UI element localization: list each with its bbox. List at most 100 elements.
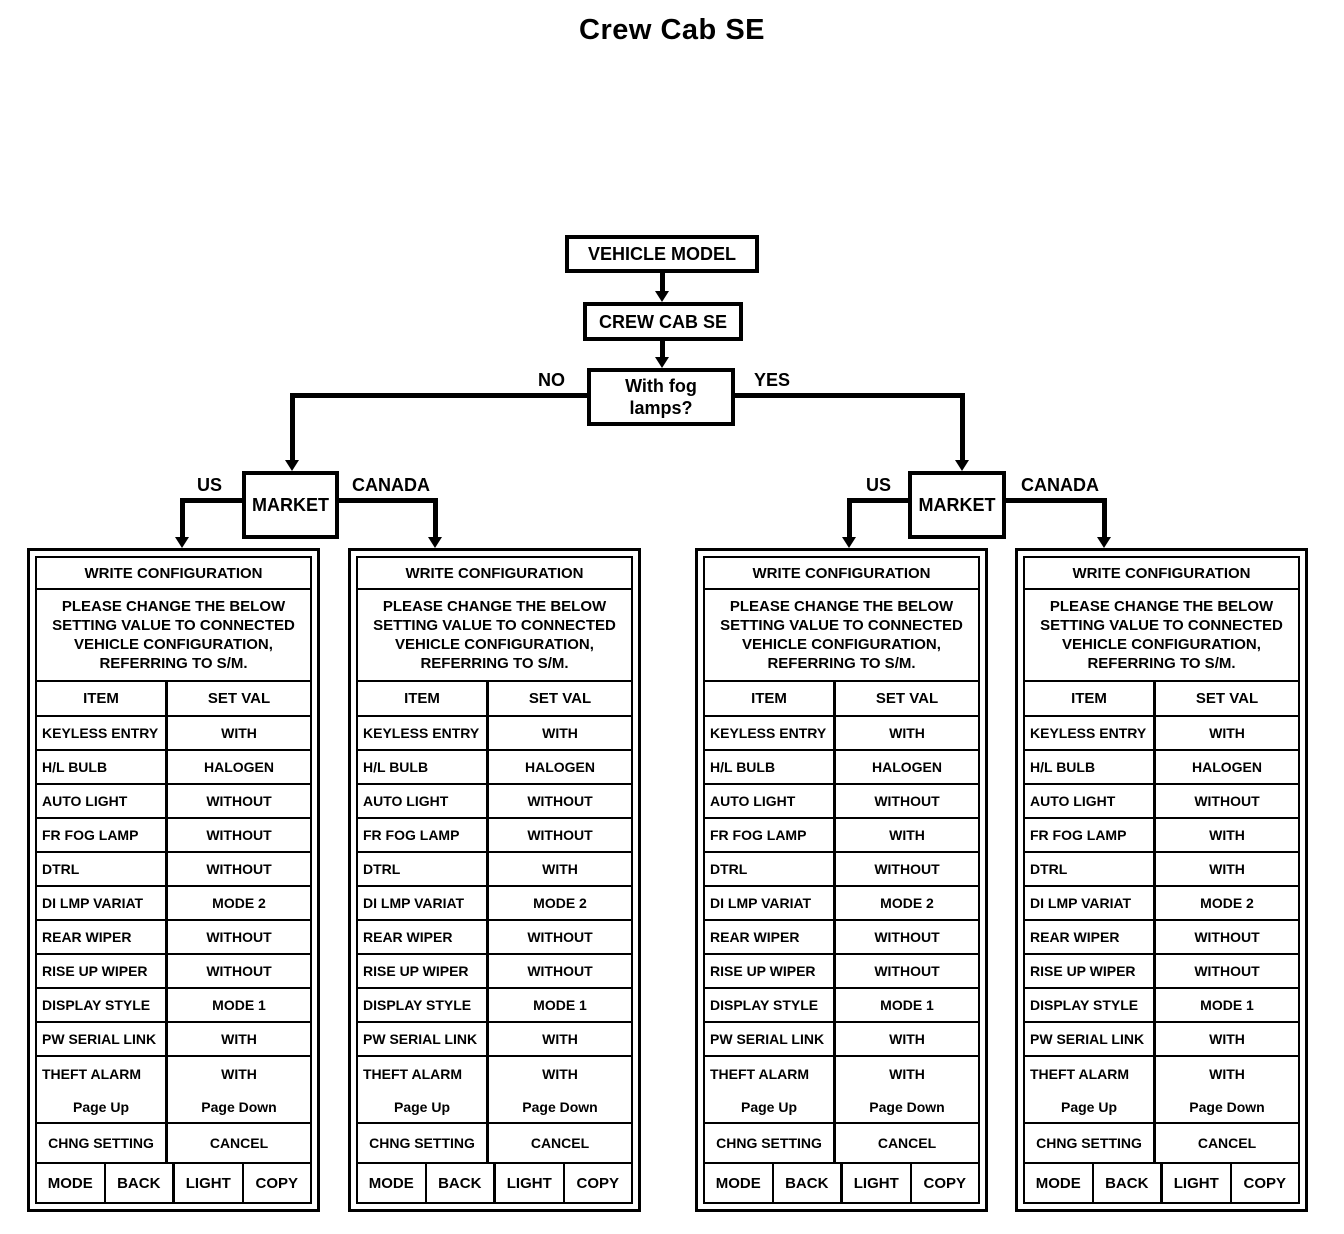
arrow-down-icon <box>655 357 669 368</box>
page-up-cell: Page Up <box>1025 1091 1156 1122</box>
back-button: BACK <box>427 1164 496 1202</box>
arrow-down-icon <box>842 537 856 548</box>
table-row: FR FOG LAMP WITHOUT <box>37 819 310 853</box>
page-up-cell: Page Up <box>37 1091 168 1122</box>
node-market-right: MARKET <box>908 471 1006 539</box>
table-row: RISE UP WIPER WITHOUT <box>37 955 310 989</box>
item-cell: REAR WIPER <box>705 921 836 953</box>
item-cell: KEYLESS ENTRY <box>1025 717 1156 749</box>
item-cell: FR FOG LAMP <box>1025 819 1156 851</box>
arrow-down-icon <box>1097 537 1111 548</box>
table-row: RISE UP WIPER WITHOUT <box>705 955 978 989</box>
value-cell: WITHOUT <box>874 861 940 877</box>
connector-vehicle-to-crew <box>660 272 665 292</box>
item-cell: AUTO LIGHT <box>358 785 489 817</box>
arrow-down-icon <box>955 460 969 471</box>
item-cell: DTRL <box>358 853 489 885</box>
table-row: DISPLAY STYLE MODE 1 <box>358 989 631 1023</box>
value-cell: WITHOUT <box>1194 929 1260 945</box>
column-header-set-val: SET VAL <box>1195 690 1259 707</box>
chng-setting-cell: CHNG SETTING <box>705 1124 836 1162</box>
copy-button: COPY <box>1243 1174 1286 1192</box>
page-down-cell: Page Down <box>1189 1098 1265 1115</box>
label-canada-right: CANADA <box>1021 475 1099 495</box>
arrow-down-icon <box>655 291 669 302</box>
panel-header: WRITE CONFIGURATION <box>358 558 631 590</box>
item-cell: FR FOG LAMP <box>358 819 489 851</box>
setting-rows: KEYLESS ENTRY WITH H/L BULB HALOGEN AUTO… <box>1025 717 1298 1091</box>
table-row: DTRL WITHOUT <box>705 853 978 887</box>
value-cell: WITH <box>221 725 257 741</box>
value-cell: MODE 1 <box>212 997 266 1013</box>
item-cell: DISPLAY STYLE <box>358 989 489 1021</box>
value-cell: MODE 2 <box>1200 895 1254 911</box>
node-crew-cab-se: CREW CAB SE <box>583 302 743 341</box>
connector-crew-to-fog <box>660 340 665 358</box>
node-vehicle-model: VEHICLE MODEL <box>565 235 759 273</box>
column-header-set-val: SET VAL <box>875 690 939 707</box>
table-row: THEFT ALARM WITH <box>37 1057 310 1091</box>
item-cell: DISPLAY STYLE <box>1025 989 1156 1021</box>
table-row: DI LMP VARIAT MODE 2 <box>1025 887 1298 921</box>
table-row: DISPLAY STYLE MODE 1 <box>37 989 310 1023</box>
configuration-table: WRITE CONFIGURATION PLEASE CHANGE THE BE… <box>1023 556 1300 1204</box>
item-cell: AUTO LIGHT <box>1025 785 1156 817</box>
item-cell: REAR WIPER <box>358 921 489 953</box>
table-row: FR FOG LAMP WITH <box>705 819 978 853</box>
configuration-table: WRITE CONFIGURATION PLEASE CHANGE THE BE… <box>35 556 312 1204</box>
item-cell: RISE UP WIPER <box>1025 955 1156 987</box>
value-cell: MODE 1 <box>1200 997 1254 1013</box>
copy-button: COPY <box>923 1174 966 1192</box>
chng-setting-cell: CHNG SETTING <box>37 1124 168 1162</box>
item-cell: THEFT ALARM <box>37 1057 168 1091</box>
item-cell: DTRL <box>37 853 168 885</box>
table-row: REAR WIPER WITHOUT <box>1025 921 1298 955</box>
value-cell: WITH <box>1209 1066 1245 1082</box>
light-button: LIGHT <box>496 1164 565 1202</box>
table-row: DISPLAY STYLE MODE 1 <box>1025 989 1298 1023</box>
table-row: DTRL WITHOUT <box>37 853 310 887</box>
value-cell: MODE 2 <box>533 895 587 911</box>
table-row: H/L BULB HALOGEN <box>358 751 631 785</box>
value-cell: MODE 1 <box>533 997 587 1013</box>
item-cell: RISE UP WIPER <box>705 955 836 987</box>
light-button: LIGHT <box>175 1164 244 1202</box>
value-cell: WITH <box>221 1031 257 1047</box>
connector-canada-left-horizontal <box>339 498 438 503</box>
value-cell: HALOGEN <box>872 759 942 775</box>
item-cell: REAR WIPER <box>37 921 168 953</box>
light-button: LIGHT <box>843 1164 912 1202</box>
table-row: THEFT ALARM WITH <box>358 1057 631 1091</box>
panel-header: WRITE CONFIGURATION <box>1025 558 1298 590</box>
node-fog-lamps-question-label: With fog lamps? <box>625 376 697 418</box>
column-header-set-val: SET VAL <box>528 690 592 707</box>
connector-canada-right-vertical <box>1102 498 1107 538</box>
back-button: BACK <box>106 1164 175 1202</box>
value-cell: MODE 2 <box>212 895 266 911</box>
value-cell: WITHOUT <box>874 963 940 979</box>
column-header-set-val: SET VAL <box>207 690 271 707</box>
value-cell: WITHOUT <box>206 963 272 979</box>
setting-rows: KEYLESS ENTRY WITH H/L BULB HALOGEN AUTO… <box>705 717 978 1091</box>
item-cell: H/L BULB <box>358 751 489 783</box>
node-vehicle-model-label: VEHICLE MODEL <box>587 244 736 264</box>
connector-yes-vertical <box>960 393 965 461</box>
value-cell: MODE 2 <box>880 895 934 911</box>
value-cell: HALOGEN <box>1192 759 1262 775</box>
table-row: KEYLESS ENTRY WITH <box>37 717 310 751</box>
value-cell: WITHOUT <box>206 793 272 809</box>
item-cell: FR FOG LAMP <box>705 819 836 851</box>
value-cell: WITH <box>889 827 925 843</box>
table-row: FR FOG LAMP WITHOUT <box>358 819 631 853</box>
item-cell: PW SERIAL LINK <box>37 1023 168 1055</box>
value-cell: WITHOUT <box>206 827 272 843</box>
value-cell: WITHOUT <box>527 827 593 843</box>
arrow-down-icon <box>428 537 442 548</box>
column-header-item: ITEM <box>1025 682 1156 715</box>
write-configuration-panel: WRITE CONFIGURATION PLEASE CHANGE THE BE… <box>1015 548 1308 1212</box>
write-configuration-panel: WRITE CONFIGURATION PLEASE CHANGE THE BE… <box>27 548 320 1212</box>
item-cell: KEYLESS ENTRY <box>705 717 836 749</box>
item-cell: REAR WIPER <box>1025 921 1156 953</box>
write-configuration-panel: WRITE CONFIGURATION PLEASE CHANGE THE BE… <box>695 548 988 1212</box>
